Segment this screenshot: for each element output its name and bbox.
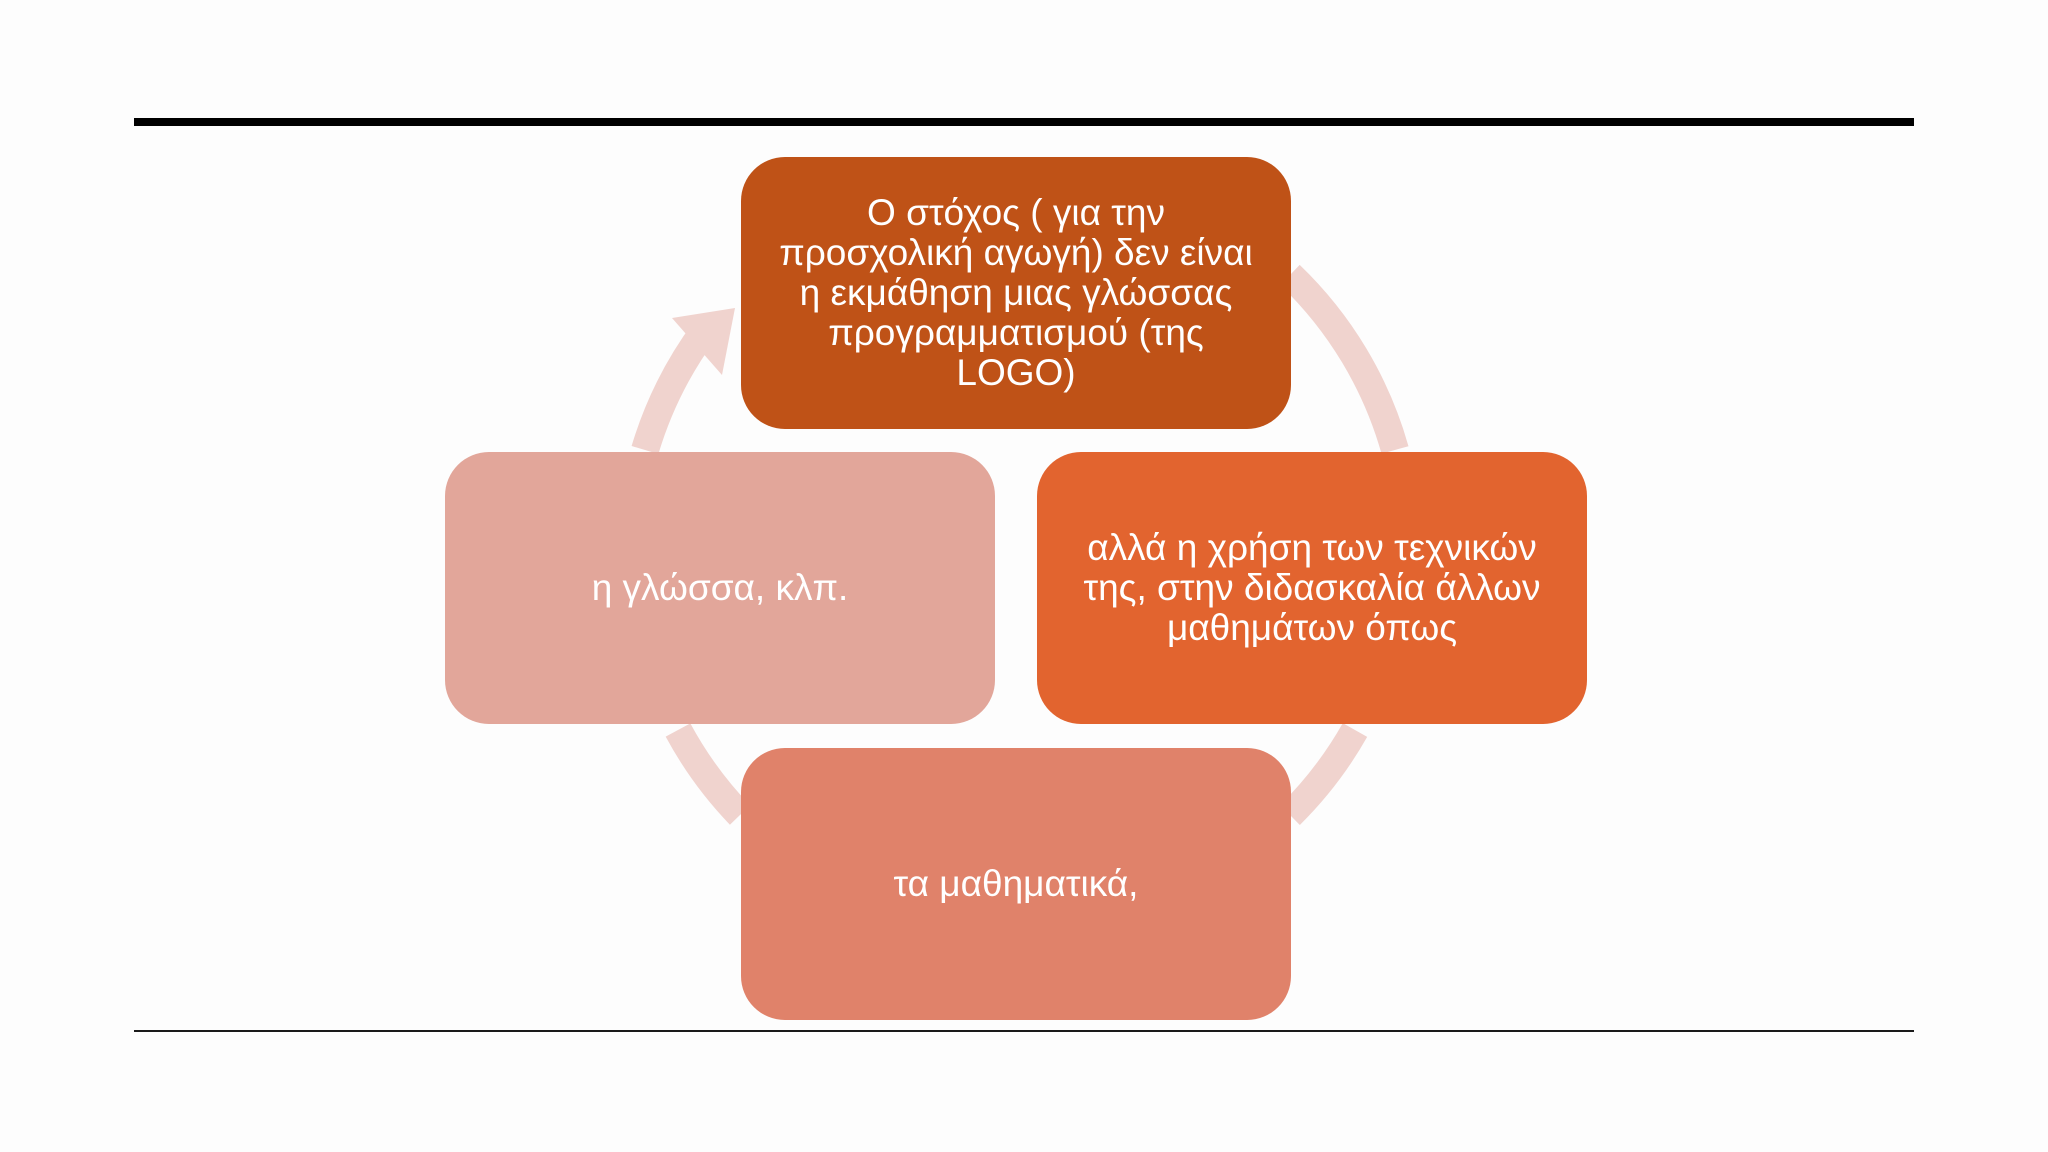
cycle-arc <box>631 321 717 455</box>
cycle-node-bottom: τα μαθηματικά, <box>741 748 1291 1020</box>
cycle-node-left: η γλώσσα, κλπ. <box>445 452 995 724</box>
cycle-node-bottom-text: τα μαθηματικά, <box>893 863 1139 904</box>
cycle-arc <box>665 723 751 825</box>
cycle-arc <box>1280 264 1409 454</box>
cycle-arrowhead <box>672 308 735 375</box>
cycle-node-right: αλλά η χρήση των τεχνικών της, στην διδα… <box>1037 452 1587 724</box>
bottom-rule <box>134 1030 1914 1032</box>
cycle-node-top: Ο στόχος ( για την προσχολική αγωγή) δεν… <box>741 157 1291 429</box>
cycle-node-right-text: αλλά η χρήση των τεχνικών της, στην διδα… <box>1083 527 1541 648</box>
top-rule <box>134 118 1914 126</box>
cycle-node-top-text: Ο στόχος ( για την προσχολική αγωγή) δεν… <box>779 192 1253 393</box>
cycle-arc <box>1280 722 1368 825</box>
cycle-node-left-text: η γλώσσα, κλπ. <box>591 567 849 608</box>
